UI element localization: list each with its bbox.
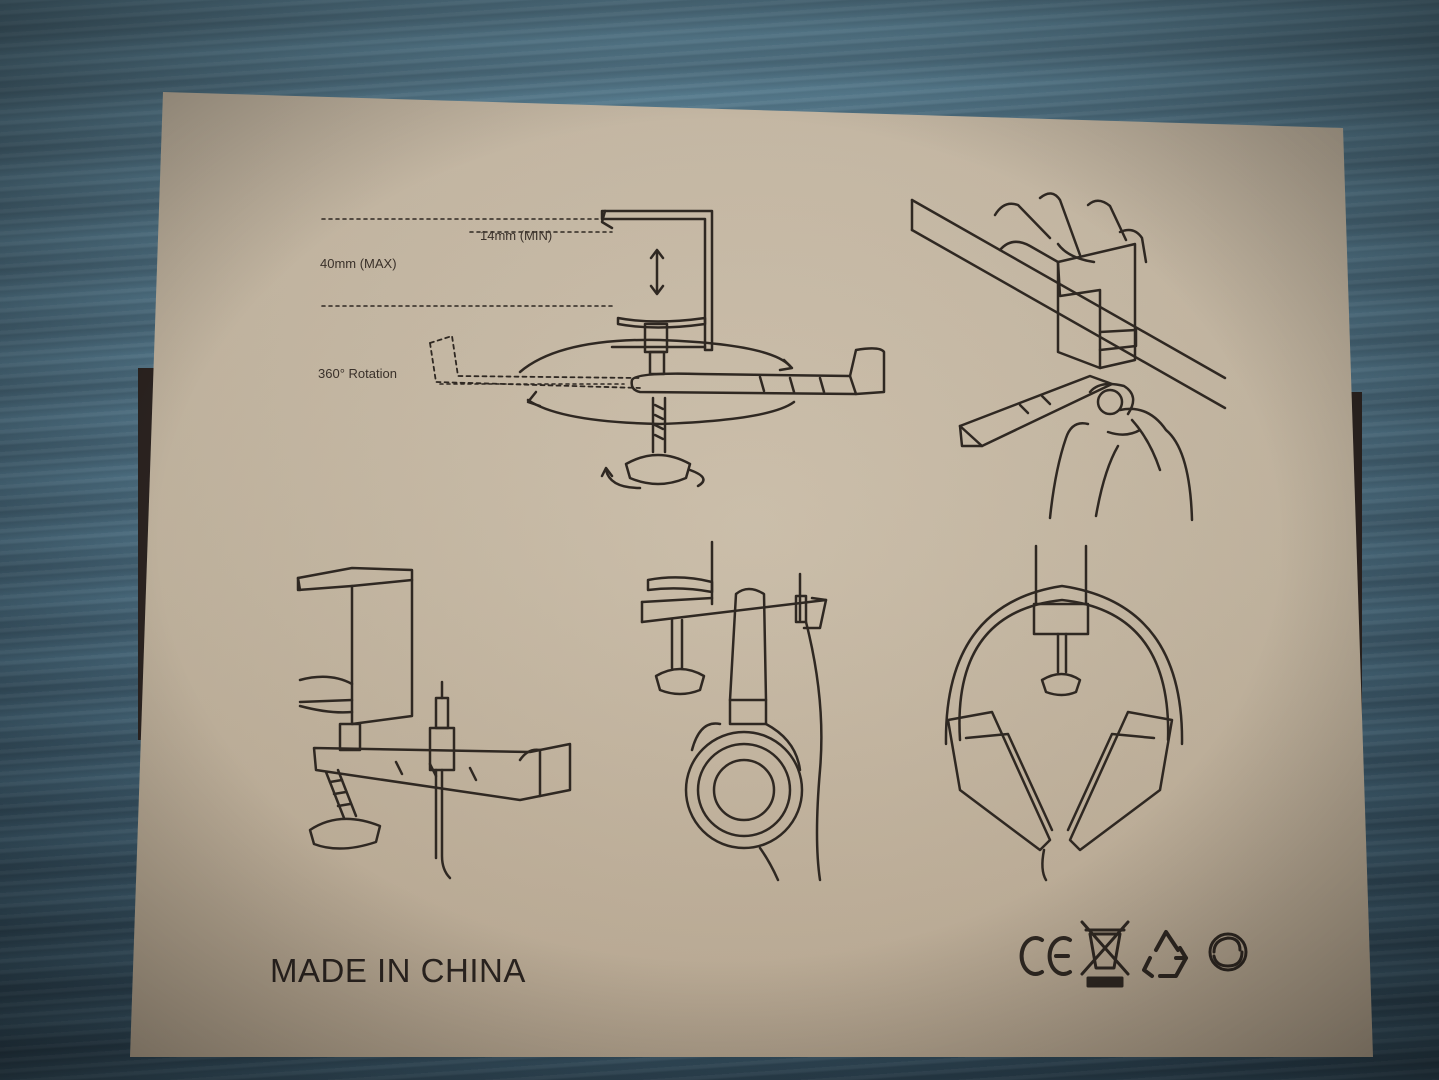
clamp-dimensions-diagram bbox=[321, 209, 886, 490]
recycle-icon bbox=[1142, 930, 1188, 978]
green-dot-icon bbox=[1208, 932, 1248, 972]
made-in-label: MADE IN CHINA bbox=[270, 952, 526, 989]
cardboard-box bbox=[130, 92, 1373, 1057]
rotation-label: 360° Rotation bbox=[318, 366, 397, 381]
ce-mark-icon bbox=[1019, 936, 1072, 976]
clamp-cable-diagram bbox=[296, 566, 572, 880]
headphone-side-diagram bbox=[640, 540, 828, 882]
max-depth-label: 40mm (MAX) bbox=[320, 256, 397, 271]
weee-bin-icon bbox=[1080, 920, 1130, 988]
desk-install-diagram bbox=[910, 192, 1227, 522]
min-depth-label: 14mm (MIN) bbox=[480, 228, 553, 243]
headphone-front-diagram bbox=[944, 544, 1184, 882]
